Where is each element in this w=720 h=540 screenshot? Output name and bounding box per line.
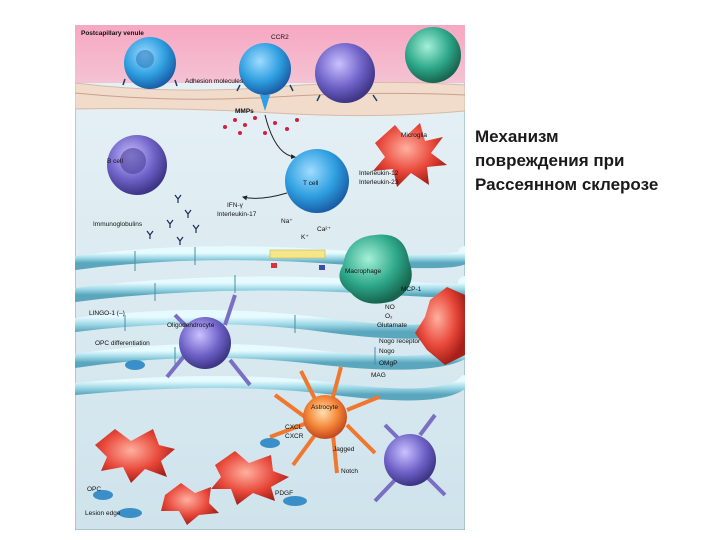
label-pdgf: PDGF [275, 490, 293, 497]
lumen-cell-purple [315, 43, 375, 103]
label-astrocyte: Astrocyte [311, 404, 338, 411]
label-opc: OPC [87, 486, 101, 493]
lumen-cell-ccr2 [239, 43, 291, 111]
b-cell [107, 135, 167, 195]
t-cell [285, 149, 349, 213]
mcp1-cell [415, 287, 465, 365]
label-opc-differentiation: OPC differentiation [95, 340, 150, 347]
label-ifn-gamma: IFN-γ [227, 202, 244, 209]
label-ca: Ca²⁺ [317, 226, 331, 233]
title-line-1: Механизм [475, 127, 559, 146]
label-microglia: Microglia [401, 132, 427, 139]
label-lingo1: LINGO-1 (–) [89, 310, 125, 317]
label-t-cell: T cell [303, 180, 319, 187]
label-immunoglobulins: Immunoglobulins [93, 221, 143, 228]
label-mcp1: MCP-1 [401, 286, 422, 293]
microglia-cell [373, 123, 447, 187]
migration-arrow [264, 114, 296, 160]
title-line-3: Рассеянном склерозе [475, 175, 659, 194]
label-cxcl: CXCL [285, 424, 303, 431]
label-cxcr: CXCR [285, 433, 304, 440]
title-line-2: повреждения при [475, 151, 625, 170]
label-il23: Interleukin-23 [359, 179, 399, 186]
lumen-cell-1 [124, 37, 176, 89]
label-il12: Interleukin-12 [359, 170, 399, 177]
notch-cell [373, 413, 447, 503]
label-lesion-edge: Lesion edge [85, 510, 121, 517]
label-mag: MAG [371, 372, 386, 379]
label-na: Na⁺ [281, 218, 293, 225]
lumen-cell-teal [405, 27, 461, 83]
lesion-edge-microglia [95, 429, 289, 525]
ion-markers [271, 263, 325, 270]
opc-cells [93, 360, 307, 518]
label-oligodendrocyte: Oligodendrocyte [167, 322, 215, 329]
myelin-segment-marks [124, 247, 376, 365]
label-notch: Notch [341, 468, 358, 475]
label-postcapillary-venule: Postcapillary venule [81, 30, 144, 37]
adhesion-molecule-markers [122, 78, 378, 102]
ms-damage-illustration: Postcapillary venule CCR2 Adhesion molec… [68, 24, 494, 531]
demyelinated-segment [269, 249, 326, 259]
label-omgp: OMgP [379, 360, 397, 367]
label-nogo: Nogo [379, 348, 395, 355]
mmp-dots [223, 116, 299, 135]
label-mmps: MMPs [235, 108, 254, 115]
label-glutamate: Glutamate [377, 322, 407, 329]
label-jagged: Jagged [333, 446, 355, 453]
slide-title: Механизм повреждения при Рассеянном скле… [475, 125, 715, 197]
label-ccr2: CCR2 [271, 34, 289, 41]
immunoglobulin-symbols [146, 194, 200, 245]
label-b-cell: B cell [107, 158, 123, 165]
cytokine-arrow [242, 192, 288, 201]
label-macrophage: Macrophage [345, 268, 382, 275]
label-o2: O₂ [385, 313, 393, 320]
astrocyte [269, 366, 380, 474]
oligodendrocyte [165, 294, 252, 387]
vessel-wall-stripe [74, 92, 466, 100]
label-adhesion-molecules: Adhesion molecules [185, 78, 244, 85]
label-no: NO [385, 304, 395, 311]
macrophage [339, 234, 412, 304]
label-il17: Interleukin-17 [217, 211, 257, 218]
label-nogo-receptor: Nogo receptor [379, 338, 421, 345]
label-k: K⁺ [301, 234, 309, 241]
